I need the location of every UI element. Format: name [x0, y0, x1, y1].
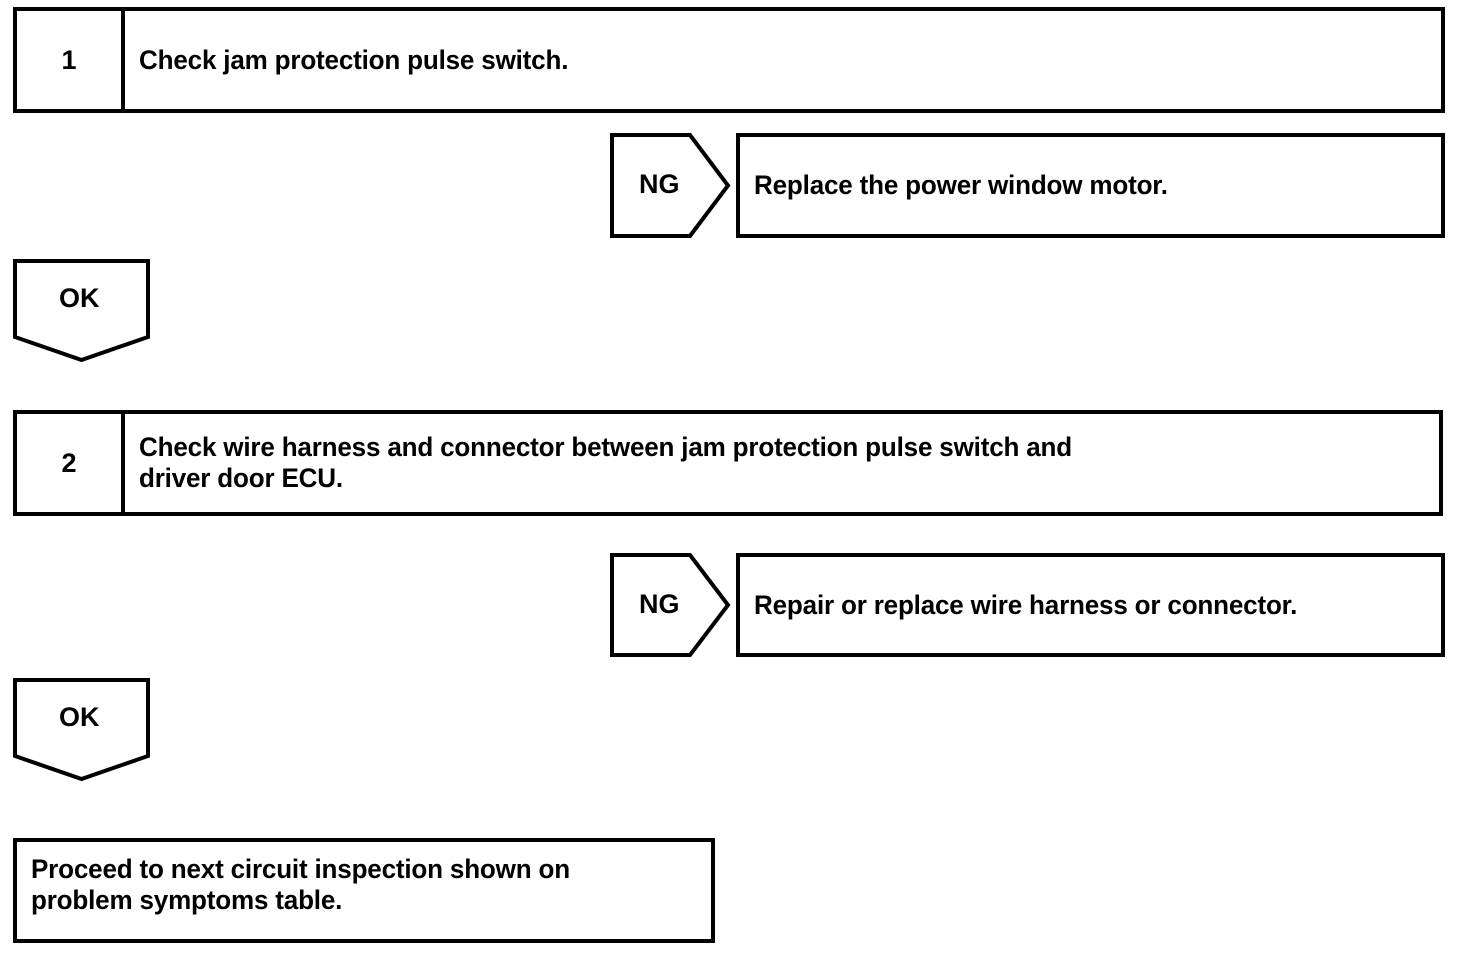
final-result-box[interactable]: Proceed to next circuit inspection shown… — [13, 838, 715, 943]
final-result-text: Proceed to next circuit inspection shown… — [31, 854, 570, 915]
step-text-1: Check jam protection pulse switch. — [139, 44, 569, 75]
step-number-cell-2: 2 — [17, 414, 125, 512]
ng-result-text-1: Replace the power window motor. — [754, 170, 1168, 201]
ok-connector-label-2: OK — [59, 702, 100, 732]
ng-connector-label-1: NG — [639, 169, 680, 199]
step-text-cell-1: Check jam protection pulse switch. — [125, 11, 1441, 109]
step-text-2: Check wire harness and connector between… — [139, 432, 1073, 493]
ok-arrow-down-icon — [13, 259, 150, 363]
step-box-2[interactable]: 2 Check wire harness and connector betwe… — [13, 410, 1443, 516]
ok-connector-2[interactable]: OK — [13, 678, 150, 782]
ng-connector-1[interactable]: NG — [610, 133, 731, 238]
step-box-1[interactable]: 1 Check jam protection pulse switch. — [13, 7, 1445, 113]
ng-arrow-right-icon — [610, 553, 731, 657]
ng-arrow-right-icon — [610, 133, 731, 238]
ng-connector-label-2: NG — [639, 589, 680, 619]
step-text-cell-2: Check wire harness and connector between… — [125, 414, 1439, 512]
ng-result-box-2[interactable]: Repair or replace wire harness or connec… — [736, 553, 1445, 657]
step-number-2: 2 — [61, 447, 77, 478]
ng-connector-2[interactable]: NG — [610, 553, 731, 657]
ng-result-box-1[interactable]: Replace the power window motor. — [736, 133, 1445, 238]
ng-result-text-2: Repair or replace wire harness or connec… — [754, 589, 1298, 620]
ok-arrow-down-icon — [13, 678, 150, 782]
ok-connector-1[interactable]: OK — [13, 259, 150, 363]
ok-connector-label-1: OK — [59, 283, 100, 313]
step-number-cell-1: 1 — [17, 11, 125, 109]
step-number-1: 1 — [61, 44, 77, 75]
